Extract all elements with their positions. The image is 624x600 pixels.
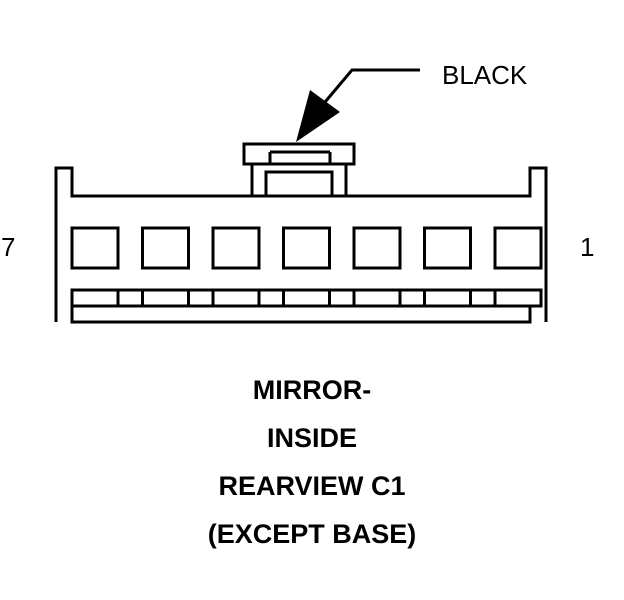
pin-cavity-7: [70, 226, 120, 270]
pin-label-left: 7: [1, 232, 15, 262]
title-line-2: INSIDE: [266, 423, 358, 453]
terminal-slots: [70, 288, 543, 308]
title-line-3: REARVIEW C1: [218, 471, 406, 501]
bottom-rail: [70, 304, 532, 324]
pin-cavities: [70, 226, 543, 270]
wire-color-label: BLACK: [442, 60, 528, 90]
pin-cavity-5: [211, 226, 261, 270]
terminal-slot-1: [493, 288, 543, 308]
terminal-slot-4: [282, 288, 331, 308]
terminal-slot-6: [141, 288, 190, 308]
title-line-4: (EXCEPT BASE): [207, 519, 417, 549]
terminal-slot-3: [352, 288, 402, 308]
connector-title: MIRROR- INSIDE REARVIEW C1 (EXCEPT BASE): [0, 366, 624, 558]
pin-cavity-1: [493, 226, 543, 270]
pin-label-right: 1: [580, 232, 594, 262]
terminal-slot-2: [423, 288, 472, 308]
arrowhead: [296, 90, 340, 142]
connector-latch: [242, 142, 356, 198]
pin-cavity-3: [352, 226, 402, 270]
leader-line: [318, 68, 420, 109]
pin-cavity-4: [282, 226, 331, 270]
terminal-slot-5: [211, 288, 261, 308]
latch-cap: [242, 142, 356, 166]
terminal-slot-7: [70, 288, 120, 308]
pin-cavity-6: [141, 226, 190, 270]
connector-housing: [54, 166, 548, 322]
pin-cavity-2: [423, 226, 472, 270]
latch-post-inner: [264, 170, 334, 198]
color-indicator-arrow: [296, 68, 420, 142]
title-line-1: MIRROR-: [252, 375, 372, 405]
